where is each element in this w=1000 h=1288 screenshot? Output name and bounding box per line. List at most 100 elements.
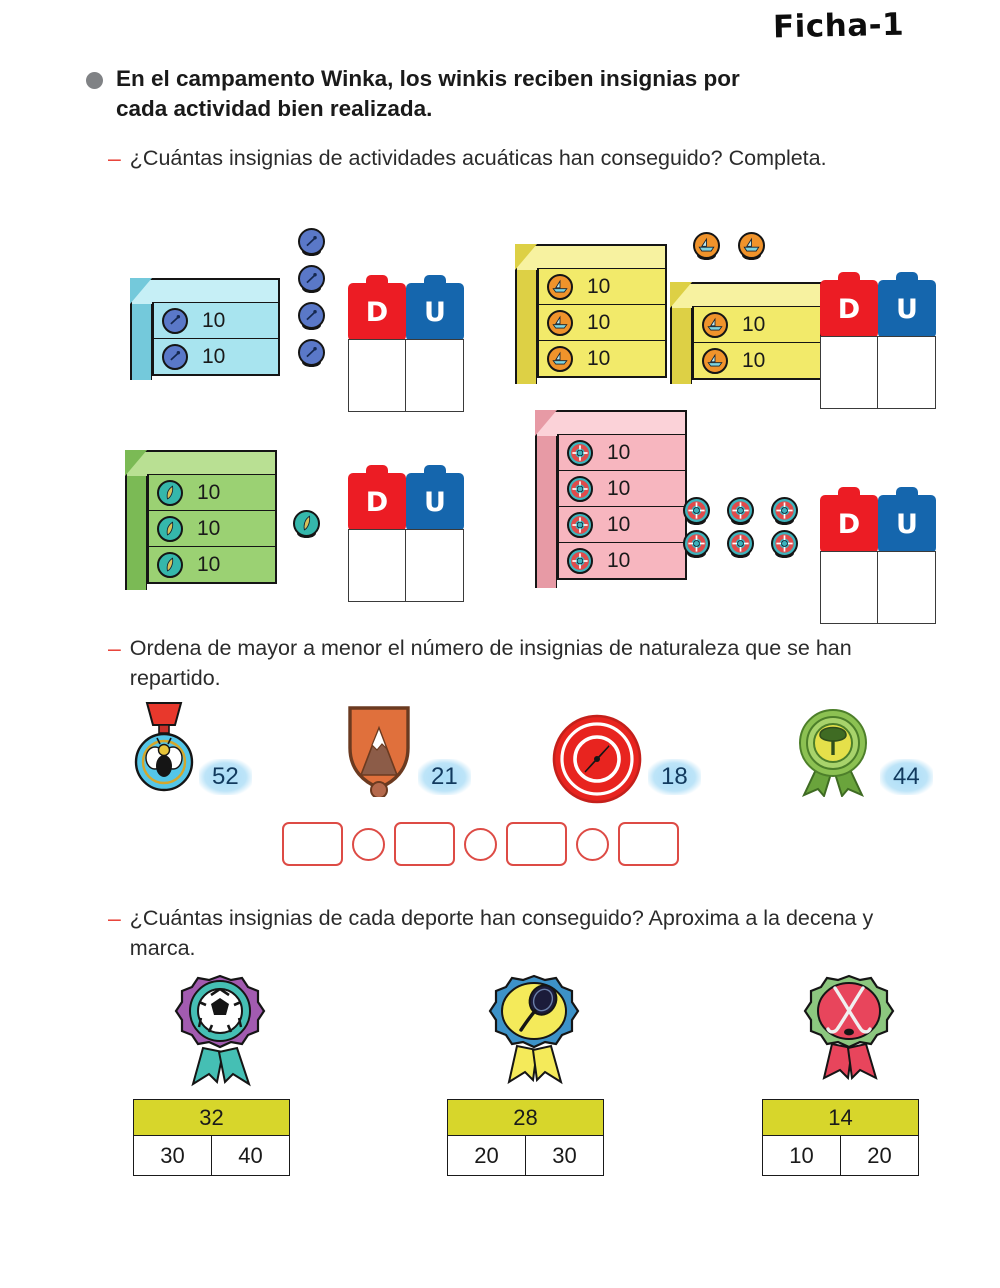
lego-stud-icon [838, 272, 860, 282]
sport-option-soccer-2[interactable]: 40 [211, 1135, 290, 1176]
tens-label: D [348, 283, 406, 341]
box-side [125, 476, 147, 590]
ordering-box-3[interactable] [506, 822, 567, 866]
sport-table-hockey: 14 10 20 [762, 1099, 919, 1176]
lifebuoy-badge-icon [771, 530, 798, 558]
ones-label: U [406, 473, 464, 531]
tens-box: 10 [692, 342, 822, 380]
box-lid [125, 450, 277, 476]
sport-option-soccer-1[interactable]: 30 [133, 1135, 212, 1176]
sport-option-tennis-1[interactable]: 20 [447, 1135, 526, 1176]
ordering-box-4[interactable] [618, 822, 679, 866]
box-lid [515, 244, 667, 270]
ordering-circle-3[interactable] [576, 827, 609, 861]
ordering-box-2[interactable] [394, 822, 455, 866]
ones-answer-field[interactable] [406, 529, 464, 602]
tens-box: 10 [147, 474, 277, 512]
sport-option-hockey-1[interactable]: 10 [762, 1135, 841, 1176]
ordering-circle-1[interactable] [352, 827, 385, 861]
question-3-text: ¿Cuántas insignias de cada deporte han c… [129, 906, 874, 960]
box-value: 10 [587, 346, 611, 370]
tens-answer-field[interactable] [820, 551, 878, 624]
nature-badge-mountain [340, 703, 420, 802]
ones-answer-field[interactable] [406, 339, 464, 412]
question-3-prompt: – ¿Cuántas insignias de cada deporte han… [108, 903, 908, 963]
ordering-box-1[interactable] [282, 822, 343, 866]
nature-badge-value-compass: 18 [648, 759, 701, 795]
diving-badge-icon [162, 307, 188, 334]
ones-answer-field[interactable] [878, 551, 936, 624]
sailboat-badge-icon [547, 273, 573, 300]
question-2-prompt: – Ordena de mayor a menor el número de i… [108, 633, 898, 693]
sailboat-badge-icon [702, 311, 728, 338]
dash-marker: – [108, 905, 121, 931]
box-value: 10 [742, 348, 766, 372]
tens-box: 10 [692, 306, 822, 344]
box-value: 10 [587, 310, 611, 334]
box-value: 10 [202, 308, 226, 332]
diving-badge-icon [298, 228, 325, 256]
question-2-text: Ordena de mayor a menor el número de ins… [129, 636, 852, 690]
feather-badge-icon [157, 515, 183, 542]
lifebuoy-badge-icon [771, 497, 798, 525]
racket-rosette-icon [488, 974, 580, 1085]
question-1-text: ¿Cuántas insignias de actividades acuáti… [129, 146, 827, 170]
tens-box: 10 [537, 340, 667, 378]
diving-badge-icon [298, 265, 325, 293]
box-value: 10 [197, 552, 221, 576]
sailboat-badge-icon [738, 232, 765, 260]
question-1-prompt: – ¿Cuántas insignias de actividades acuá… [108, 143, 868, 173]
ones-label: U [406, 283, 464, 341]
lego-stud-icon [838, 487, 860, 497]
ones-answer-field[interactable] [878, 336, 936, 409]
box-value: 10 [742, 312, 766, 336]
sport-option-hockey-2[interactable]: 20 [840, 1135, 919, 1176]
box-value: 10 [607, 440, 631, 464]
bee-medal-icon [134, 702, 194, 792]
sport-block-tennis: 28 20 30 [447, 970, 604, 1176]
sport-option-tennis-2[interactable]: 30 [525, 1135, 604, 1176]
lifebuoy-badge-icon [727, 530, 754, 558]
lifebuoy-badge-icon [727, 497, 754, 525]
box-value: 10 [607, 548, 631, 572]
nature-badge-value-bee: 52 [199, 759, 252, 795]
nature-badge-value-tree: 44 [880, 759, 933, 795]
tens-box-stack-lifesaving: 10 10 10 10 [535, 410, 687, 588]
tens-label: D [820, 495, 878, 553]
lego-stud-icon [366, 275, 388, 285]
tree-rosette-icon [799, 709, 867, 799]
ones-label: U [878, 280, 936, 338]
sheet-label: Ficha-1 [772, 6, 905, 46]
sailboat-badge-icon [693, 232, 720, 260]
tens-label: D [820, 280, 878, 338]
intro-prompt: En el campamento Winka, los winkis recib… [86, 64, 786, 124]
nature-badge-value-mountain: 21 [418, 759, 471, 795]
lifebuoy-badge-icon [683, 530, 710, 558]
lifebuoy-badge-icon [567, 439, 593, 466]
feather-badge-icon [157, 551, 183, 578]
tens-box: 10 [557, 470, 687, 508]
tens-answer-field[interactable] [820, 336, 878, 409]
tens-box: 10 [537, 268, 667, 306]
tens-answer-field[interactable] [348, 529, 406, 602]
box-lid [130, 278, 280, 304]
tens-answer-field[interactable] [348, 339, 406, 412]
lego-stud-icon [424, 465, 446, 475]
mountain-shield-icon [348, 706, 410, 799]
box-side [130, 304, 152, 380]
tens-box: 10 [557, 506, 687, 544]
lifebuoy-badge-icon [567, 475, 593, 502]
box-value: 10 [197, 516, 221, 540]
loose-badges-lifesaving [683, 497, 815, 558]
box-side [670, 308, 692, 384]
gray-dot-bullet-icon [86, 72, 103, 89]
sport-count-hockey: 14 [762, 1099, 919, 1136]
lego-stud-icon [424, 275, 446, 285]
feather-badge-icon [293, 510, 320, 538]
dash-marker: – [108, 635, 121, 661]
hockey-rosette-icon [803, 974, 895, 1081]
loose-badges-canoeing [293, 510, 320, 542]
box-lid [535, 410, 687, 436]
box-side [535, 436, 557, 588]
ordering-circle-2[interactable] [464, 827, 497, 861]
